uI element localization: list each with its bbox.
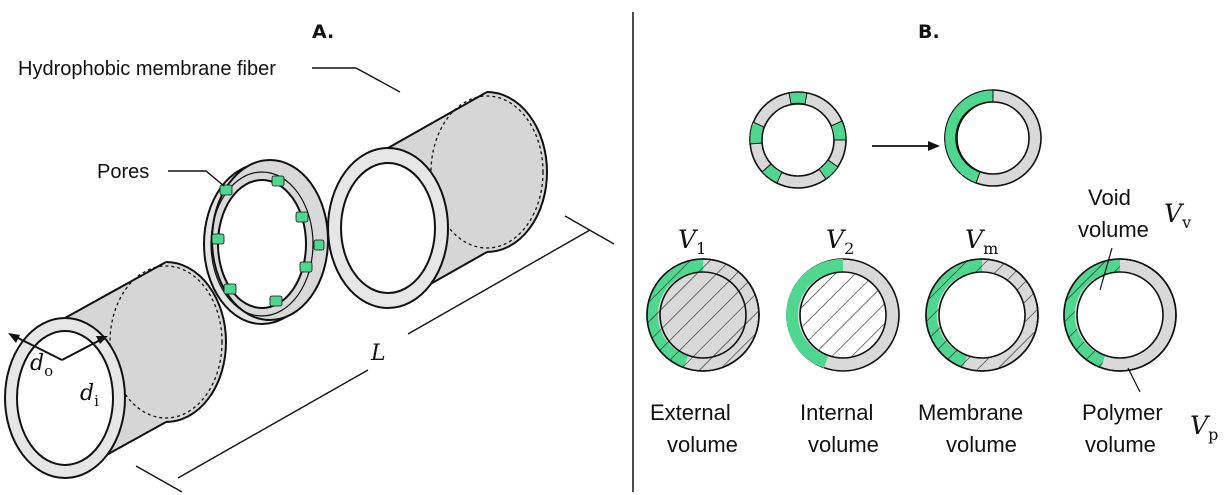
void-caption-line2: volume bbox=[1078, 217, 1149, 242]
v1-caption-line2: volume bbox=[667, 432, 738, 457]
v2-caption-line1: Internal bbox=[800, 400, 873, 425]
v2-symbol: V2 bbox=[826, 225, 854, 258]
vm-caption-line2: volume bbox=[946, 432, 1017, 457]
fiber-segment-back bbox=[327, 91, 548, 309]
polymer-caption-line2: volume bbox=[1085, 432, 1156, 457]
v1-symbol: V1 bbox=[678, 225, 706, 258]
internal-volume-diagram: V2 Internal volume bbox=[786, 225, 900, 457]
pores-leader-line bbox=[168, 170, 225, 187]
vp-symbol: Vp bbox=[1190, 411, 1218, 444]
combined-ring bbox=[944, 89, 1042, 187]
fiber-segment-front: do di bbox=[4, 261, 227, 479]
v1-caption-line1: External bbox=[650, 400, 731, 425]
pore-segment-ring bbox=[749, 91, 847, 189]
pores-label: Pores bbox=[97, 161, 149, 183]
pore-ring bbox=[203, 159, 329, 325]
external-volume-diagram: V1 External volume bbox=[646, 225, 760, 457]
inner-diameter-label: di bbox=[80, 381, 99, 410]
panel-b-label: B. bbox=[918, 21, 940, 43]
outer-diameter-label: do bbox=[30, 351, 53, 380]
void-polymer-diagram: Void volume Vv Polymer volume Vp bbox=[1063, 185, 1218, 457]
length-label: L bbox=[370, 341, 386, 366]
v2-caption-line2: volume bbox=[808, 432, 879, 457]
vm-caption-line1: Membrane bbox=[918, 400, 1023, 425]
transform-arrow-head bbox=[928, 141, 940, 151]
fiber-label: Hydrophobic membrane fiber bbox=[18, 58, 276, 80]
panel-a-label: A. bbox=[312, 21, 334, 43]
membrane-volume-diagram: Vm Membrane volume bbox=[918, 225, 1039, 457]
fiber-leader-line bbox=[312, 67, 401, 93]
polymer-caption-line1: Polymer bbox=[1082, 400, 1163, 425]
vv-symbol: Vv bbox=[1164, 199, 1191, 232]
vm-symbol: Vm bbox=[965, 225, 998, 258]
void-caption-line1: Void bbox=[1088, 185, 1131, 210]
length-dimension bbox=[135, 215, 615, 493]
pore-marks bbox=[211, 175, 325, 307]
